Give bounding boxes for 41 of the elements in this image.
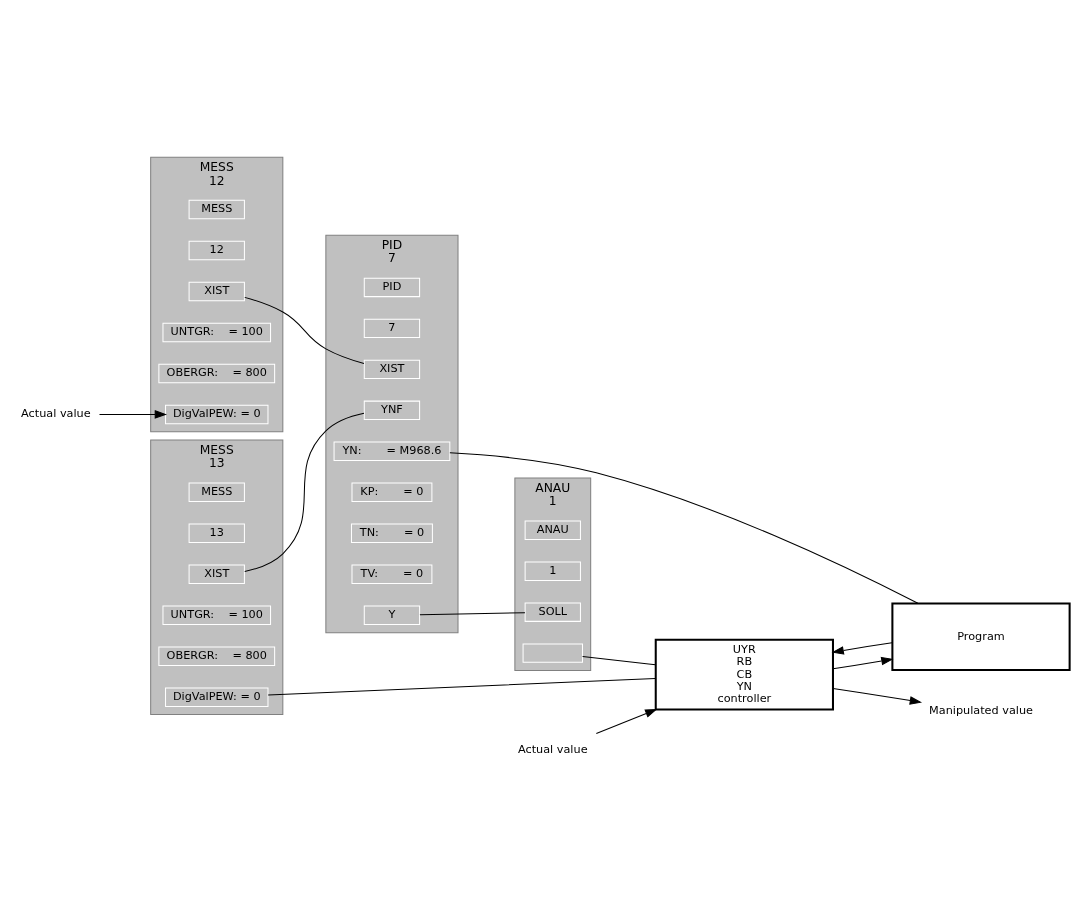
arrow [831,642,893,655]
connector [582,655,656,666]
node-box: XIST [188,281,245,302]
node-box: UNTGR: = 100 [162,605,272,625]
node-box: Y [363,605,421,625]
node-box: PID [363,277,421,298]
node-box: OBERGR: = 800 [158,363,276,384]
node-text: Actual value [21,407,91,421]
node-box: 1 [524,561,581,581]
node-box: YN: = M968.6 [333,441,451,462]
node-box: Program [891,602,1071,672]
node-box: 13 [188,523,245,543]
node-text: Manipulated value [929,704,1033,718]
node-box: TN: = 0 [350,523,433,543]
node-box: XIST [363,359,421,380]
arrow [595,709,658,734]
node-box: OBERGR: = 800 [158,646,276,666]
node-box: 7 [363,318,421,339]
node-box: TV: = 0 [351,564,433,584]
arrow [98,410,167,419]
arrow [832,656,894,670]
node-box: MESS [188,482,245,503]
connector [267,677,656,696]
node-box: YNF [363,400,421,421]
node-box: DigValPEW: = 0 [165,404,269,425]
connector [244,412,365,572]
connector [449,452,919,604]
node-box: KP: = 0 [351,482,433,503]
node-box: MESS [188,199,245,220]
node-box: ANAU [524,520,581,540]
node-box [522,643,583,663]
node-box: DigValPEW: = 0 [165,687,269,707]
node-box: UNTGR: = 100 [162,322,272,343]
arrow [832,687,923,705]
node-box: XIST [188,564,245,584]
node-text: Actual value [518,743,588,757]
connector [419,612,526,616]
connector [244,296,365,364]
node-box: 12 [188,240,245,261]
node-box: SOLL [524,602,581,622]
node-box: UYR RB CB YN controller [654,638,834,711]
